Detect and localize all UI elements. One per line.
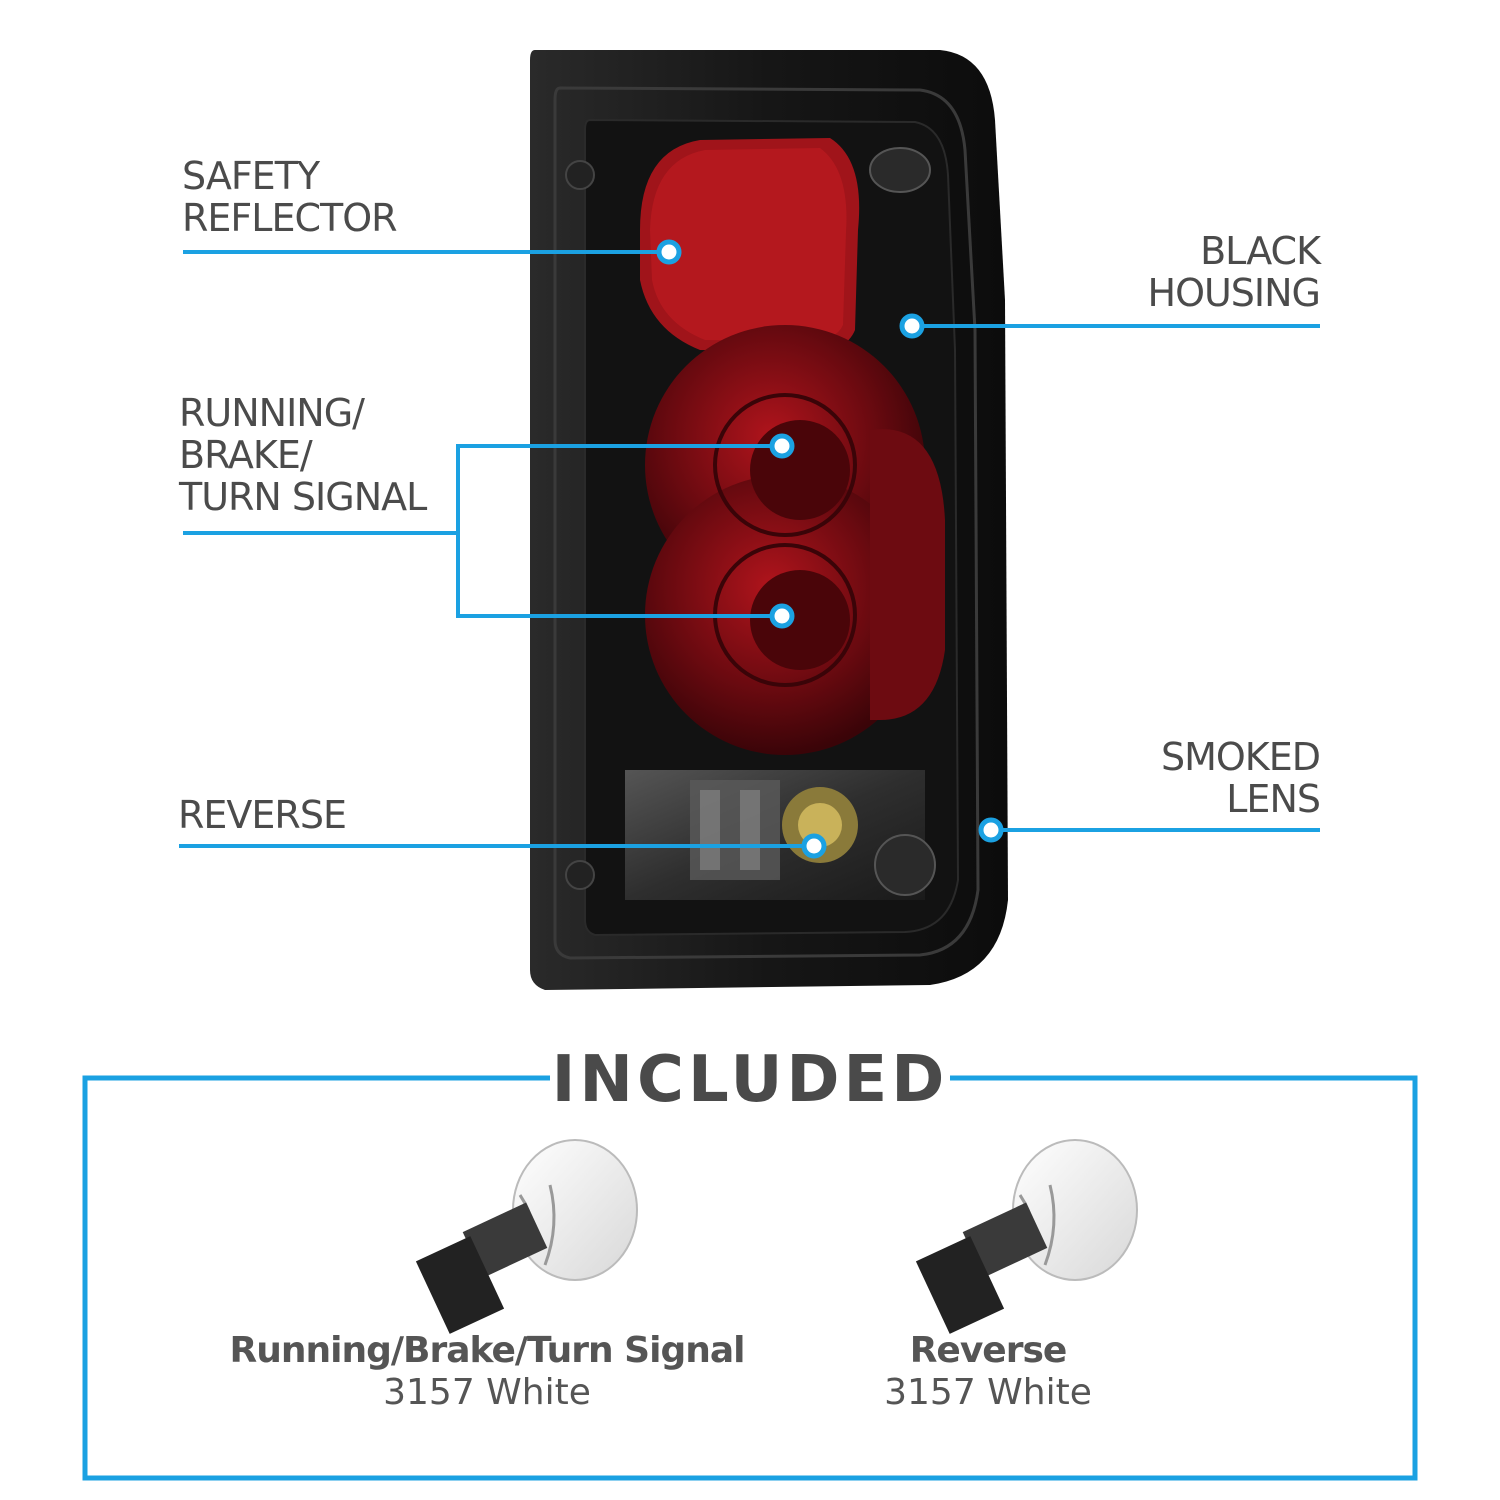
reverse-lens	[565, 770, 936, 900]
running-brake-turn-line-1: RUNNING/	[179, 391, 365, 435]
reverse-label: REVERSE	[178, 793, 347, 837]
smoked-lens-line-1: SMOKED	[1160, 735, 1321, 779]
bulb-name: Running/Brake/Turn Signal	[229, 1330, 746, 1371]
included-title: INCLUDED	[550, 1040, 950, 1120]
bulb-caption-reverse: Reverse 3157 White	[688, 1330, 1288, 1414]
bulb-spec: 3157 White	[884, 1372, 1092, 1413]
reverse-line-1: REVERSE	[178, 793, 347, 837]
included-box	[82, 1075, 1418, 1481]
bulb-name: Reverse	[909, 1330, 1068, 1371]
safety-reflector-line-1: SAFETY	[182, 154, 320, 198]
smoked-lens-label: SMOKED LENS	[1020, 735, 1321, 821]
running-brake-turn-line-2: BRAKE/	[179, 433, 313, 477]
running-brake-turn-line-3: TURN SIGNAL	[179, 475, 427, 519]
smoked-lens-line-2: LENS	[1226, 777, 1321, 821]
bulb-spec: 3157 White	[383, 1372, 591, 1413]
black-housing-label: BLACK HOUSING	[1020, 229, 1322, 315]
callout-lines	[179, 250, 1320, 848]
callout-dots	[656, 239, 1004, 859]
safety-reflector-line-2: REFLECTOR	[182, 196, 398, 240]
black-housing-line-2: HOUSING	[1147, 271, 1322, 315]
bulb-caption-running: Running/Brake/Turn Signal 3157 White	[187, 1330, 787, 1414]
black-housing-line-1: BLACK	[1200, 229, 1321, 273]
safety-reflector	[565, 138, 931, 353]
bulb-3157-icon	[915, 1139, 1138, 1334]
running-brake-turn-lens	[645, 325, 945, 755]
running-brake-turn-label: RUNNING/ BRAKE/ TURN SIGNAL	[179, 391, 427, 519]
safety-reflector-label: SAFETY REFLECTOR	[182, 154, 398, 240]
bulb-3157-icon	[415, 1139, 638, 1334]
